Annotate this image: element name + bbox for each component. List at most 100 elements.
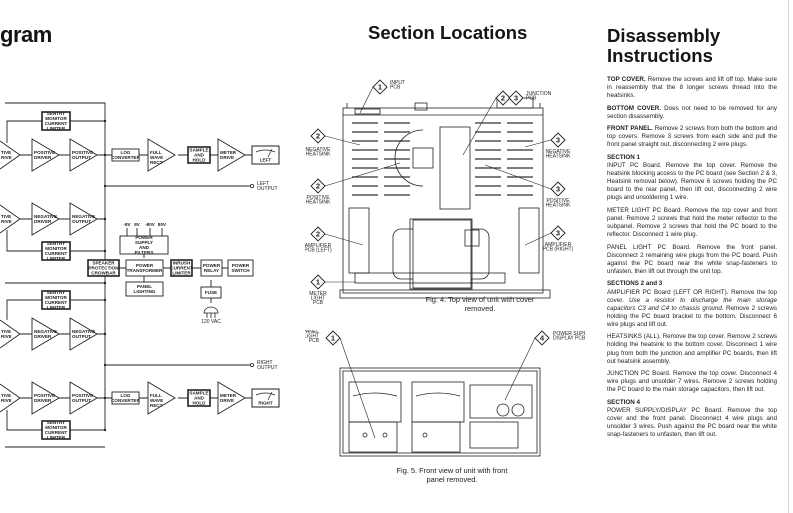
negative-driver-top-text: NEGATIVE <box>34 214 57 219</box>
callout-positive-heatsink-right-number: 3 <box>556 185 560 194</box>
meter-light-pcb-text: METER <box>309 291 327 297</box>
full-wave-rect-left-text: FULL <box>150 150 162 155</box>
power-supply-display-pcb <box>469 384 533 419</box>
power-transformer-text: TRANSFORMER <box>127 268 163 273</box>
sentry-current-limiter-3-text: CURRENT <box>45 300 68 305</box>
log-converter-left-text: LOG <box>121 150 131 155</box>
callout-panel-light-pcb-label-text: LIGHT <box>305 334 319 340</box>
negative-heatsink-right-text: HEATSINK <box>546 154 571 160</box>
positive-output-bottom-text: POSITIVE <box>72 393 93 398</box>
speaker-protection-crowbar-text: CROWBAR <box>91 271 116 276</box>
block-diagram-junctions <box>103 119 107 432</box>
meter-left-text: LEFT <box>260 158 272 163</box>
instruction-paragraph: JUNCTION PC Board. Remove the top cover.… <box>607 370 777 394</box>
right-output-terminal-text: RIGHT <box>257 360 273 366</box>
callout-amplifier-pcb-left-number: 2 <box>316 230 320 239</box>
instruction-title: TOP COVER. <box>607 76 646 83</box>
sample-hold-left-text: AND <box>194 153 205 158</box>
instruction-title: FRONT PANEL. <box>607 125 653 133</box>
negative-heatsink-left-text: HEATSINK <box>306 152 331 158</box>
right-meter <box>411 381 465 423</box>
instruction-title: BOTTOM COVER. <box>607 104 662 112</box>
positive-driver-bottom-text: POSITIVE <box>34 393 55 398</box>
positive-output-top-text: POSITIVE <box>72 150 93 155</box>
callout-positive-heatsink-right: 3 <box>484 164 566 197</box>
negative-driver-bottom-text: NEGATIVE <box>34 329 57 334</box>
instruction-paragraph: HEATSINKS (ALL). Remove the top cover. R… <box>607 333 777 365</box>
sentry-current-limiter-2-text: MONITOR <box>45 246 67 251</box>
section-heading: SECTION 4 <box>607 398 640 406</box>
meter-drive-right-text: DRIVE <box>220 398 234 403</box>
negative-output-top-text: NEGATIVE <box>72 214 95 219</box>
positive-top-input-driver-partial-text: TIVE <box>1 150 11 155</box>
fig4-caption-line2: removed. <box>464 304 496 313</box>
left-meter <box>348 381 402 423</box>
power-relay-text: POWER <box>203 263 221 268</box>
section-heading: SECTION 1 <box>607 153 640 161</box>
sentry-current-limiter-1-text: MONITOR <box>45 116 67 121</box>
block-diagram-wires <box>5 102 252 448</box>
meter-drive-right-text: METER <box>220 393 237 398</box>
sentry-current-limiter-2-text: CURRENT <box>45 251 68 256</box>
left-output-terminal-text: OUTPUT <box>257 186 278 192</box>
front-subpanel <box>339 367 541 457</box>
sample-hold-left-text: HOLD <box>192 158 206 163</box>
amplifier-pcb-right <box>518 207 540 274</box>
meter-light-pcb-text: LIGHT <box>311 296 326 302</box>
power-supply-filters-text: FILTERS <box>135 250 154 255</box>
power-transformer-text: POWER <box>136 263 154 268</box>
negative-bottom-input-driver-partial-text: RIVE <box>1 334 12 339</box>
positive-heatsink-right-text: POSITIVE <box>546 198 570 204</box>
negative-top-input-driver-partial-text: RIVE <box>1 219 12 224</box>
fig5-caption-line2: panel removed. <box>426 475 478 484</box>
callout-negative-heatsink-right-number: 3 <box>556 136 560 145</box>
fig5-caption: Fig. 5. Front view of unit with front pa… <box>367 466 537 484</box>
callout-section2-junction-number: 2 <box>501 94 505 103</box>
positive-heatsink-left-text: POSITIVE <box>306 195 330 201</box>
supply-rail-label: 80V <box>158 222 167 227</box>
sentry-current-limiter-1-text: LIMITER <box>47 126 66 131</box>
negative-heatsink-right-text: NEGATIVE <box>546 149 572 155</box>
sentry-current-limiter-2-text: SENTRY <box>47 241 65 246</box>
meter-drive-left-text: METER <box>220 150 237 155</box>
section-heading: SECTIONS 2 and 3 <box>607 280 663 288</box>
sentry-current-limiter-4-text: MONITOR <box>45 425 67 430</box>
sentry-current-limiter-3-text: SENTRY <box>47 290 65 295</box>
inrush-current-limiter-text: INRUSH <box>173 261 191 266</box>
sample-hold-right-text: HOLD <box>192 401 206 406</box>
fuse-text: FUSE <box>205 290 217 295</box>
positive-heatsink-right-text: HEATSINK <box>546 203 571 209</box>
sentry-current-limiter-1-text: SENTRY <box>47 111 65 116</box>
mains-plug-icon: 120 VAC <box>201 306 221 325</box>
callout-input-pcb-label-text: INPUT <box>390 80 405 86</box>
callout-meter-light-pcb: 1 <box>310 274 355 290</box>
full-wave-rect-right-text: WAVE <box>150 398 163 403</box>
panel-lighting-text: LIGHTING <box>134 289 156 294</box>
block-diagram-title-partial: gram <box>0 22 52 47</box>
positive-driver-bottom-text: DRIVER <box>34 398 52 403</box>
section-locations-title: Section Locations <box>368 22 528 43</box>
